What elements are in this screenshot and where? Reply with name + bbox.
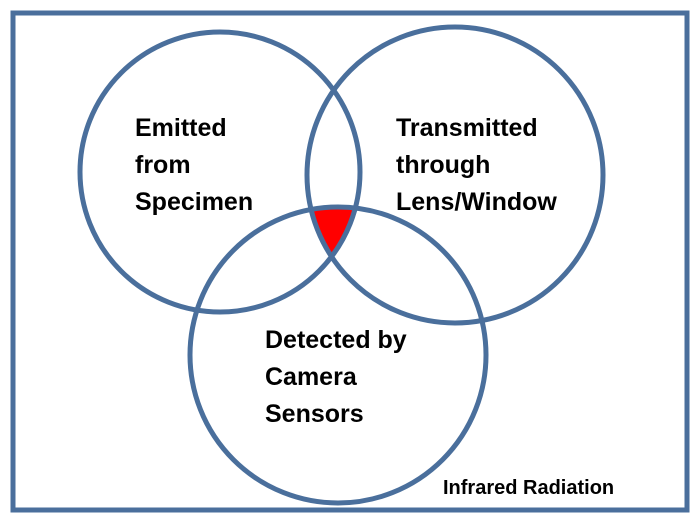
circle-emitted (77, 29, 363, 315)
label-detected: Detected by Camera Sensors (265, 322, 407, 433)
label-emitted-line-1: Emitted (135, 114, 227, 142)
circle-detected (187, 204, 489, 506)
label-transmitted: Transmitted through Lens/Window (396, 110, 557, 221)
label-transmitted-line-2: through (396, 151, 491, 179)
label-transmitted-line-1: Transmitted (396, 114, 538, 142)
label-detected-line-1: Detected by (265, 326, 407, 354)
circle-transmitted (304, 24, 606, 326)
label-detected-line-3: Sensors (265, 400, 364, 428)
label-emitted-line-2: from (135, 151, 191, 179)
label-transmitted-line-3: Lens/Window (396, 188, 557, 216)
label-detected-line-2: Camera (265, 363, 357, 391)
label-emitted: Emitted from Specimen (135, 110, 253, 221)
universe-label: Infrared Radiation (443, 477, 615, 499)
label-emitted-line-3: Specimen (135, 188, 254, 216)
